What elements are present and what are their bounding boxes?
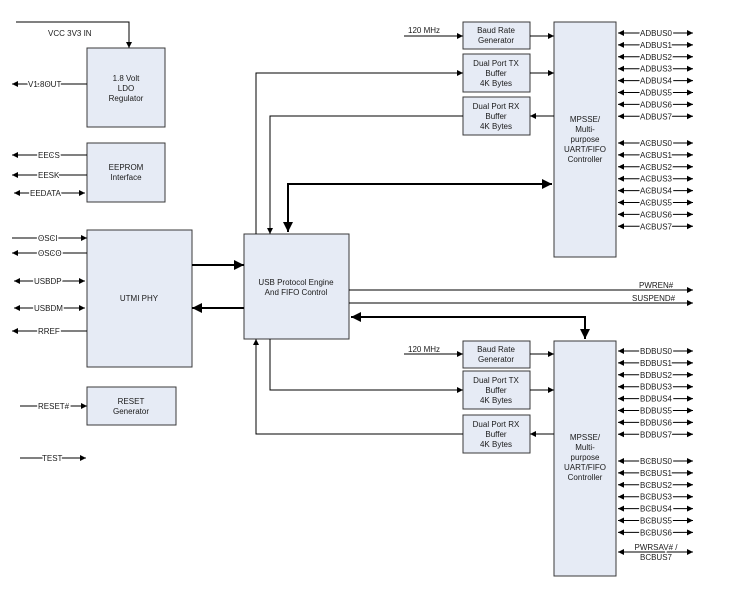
bdbus-pin-label: BDBUS5	[640, 407, 673, 416]
adbus-pin-label: ADBUS3	[640, 65, 673, 74]
tx-buffer-a-block	[462, 53, 531, 93]
acbus-pin-label: ACBUS2	[640, 163, 673, 172]
acbus-pin-label: ACBUS0	[640, 139, 673, 148]
bcbus-pin-label: BCBUS5	[640, 517, 673, 526]
mpsse-controller-b-block	[553, 340, 617, 577]
bcbus-pin-label: BCBUS4	[640, 505, 673, 514]
bcbus-pin-label: BCBUS0	[640, 457, 673, 466]
ldo-regulator-block	[86, 47, 166, 128]
bus-pin-group: ADBUS0ADBUS1ADBUS2ADBUS3ADBUS4ADBUS5ADBU…	[618, 28, 693, 539]
rxbuf-a-to-usb-arrow	[267, 115, 463, 234]
rref-label: RREF	[38, 327, 60, 336]
reset-generator-block	[86, 386, 177, 426]
acbus-pin-label: ACBUS3	[640, 175, 673, 184]
bdbus-pin-label: BDBUS0	[640, 347, 673, 356]
baud-rate-generator-b-block	[462, 340, 531, 369]
adbus-pin-label: ADBUS4	[640, 77, 673, 86]
bdbus-pin-label: BDBUS1	[640, 359, 673, 368]
bdbus-pin-label: BDBUS2	[640, 371, 673, 380]
vcc-input-label: VCC 3V3 IN	[48, 29, 92, 38]
pwren-label: PWREN#	[639, 281, 674, 290]
eecs-label: EECS	[38, 151, 60, 160]
bcbus-pin-label: BCBUS3	[640, 493, 673, 502]
acbus-pin-label: ACBUS7	[640, 222, 673, 231]
clock-a-label: 120 MHz	[408, 26, 440, 35]
reset-label: RESET#	[38, 402, 70, 411]
utmi-phy-label: UTMI PHY	[120, 294, 159, 303]
usbdm-label: USBDM	[34, 304, 63, 313]
acbus-pin-label: ACBUS5	[640, 199, 673, 208]
usb-to-txbuf-b-arrow	[269, 339, 463, 393]
usb-mpsse-a-bidir-arrow	[283, 179, 552, 232]
bdbus-pin-label: BDBUS7	[640, 430, 673, 439]
usbdp-label: USBDP	[34, 277, 62, 286]
usb-mpsse-b-bidir-arrow	[351, 312, 590, 339]
mpsse-controller-a-block	[553, 21, 617, 258]
test-label: TEST	[42, 454, 63, 463]
rxbuf-b-to-usb-arrow	[253, 339, 463, 435]
eeprom-interface-block	[86, 142, 166, 203]
adbus-pin-label: ADBUS5	[640, 89, 673, 98]
bdbus-pin-label: BDBUS3	[640, 383, 673, 392]
eedata-label: EEDATA	[30, 189, 61, 198]
adbus-pin-label: ADBUS1	[640, 41, 673, 50]
utmi-phy-block	[86, 229, 193, 368]
v18out-label: V1.8OUT	[28, 80, 61, 89]
bdbus-pin-label: BDBUS4	[640, 395, 673, 404]
osci-label: OSCI	[38, 234, 58, 243]
eesk-label: EESK	[38, 171, 60, 180]
bcbus-pin-label: BCBUS2	[640, 481, 673, 490]
suspend-label: SUSPEND#	[632, 294, 676, 303]
usb-to-txbuf-a-arrow	[255, 70, 463, 234]
adbus-pin-label: ADBUS2	[640, 53, 673, 62]
bdbus-pin-label: BDBUS6	[640, 418, 673, 427]
acbus-pin-label: ACBUS1	[640, 151, 673, 160]
acbus-pin-label: ACBUS4	[640, 187, 673, 196]
adbus-pin-label: ADBUS0	[640, 29, 673, 38]
adbus-pin-label: ADBUS7	[640, 112, 673, 121]
bcbus-pin-label: BCBUS6	[640, 528, 673, 537]
rx-buffer-a-block	[462, 96, 531, 136]
osco-label: OSCO	[38, 249, 62, 258]
acbus-pin-label: ACBUS6	[640, 210, 673, 219]
clock-b-label: 120 MHz	[408, 345, 440, 354]
pwrsav-label: PWRSAV# /BCBUS7	[635, 543, 679, 562]
adbus-pin-label: ADBUS6	[640, 100, 673, 109]
usb-protocol-engine-block	[243, 233, 350, 340]
bcbus-pin-label: BCBUS1	[640, 469, 673, 478]
vcc-input-arrow	[16, 21, 132, 48]
